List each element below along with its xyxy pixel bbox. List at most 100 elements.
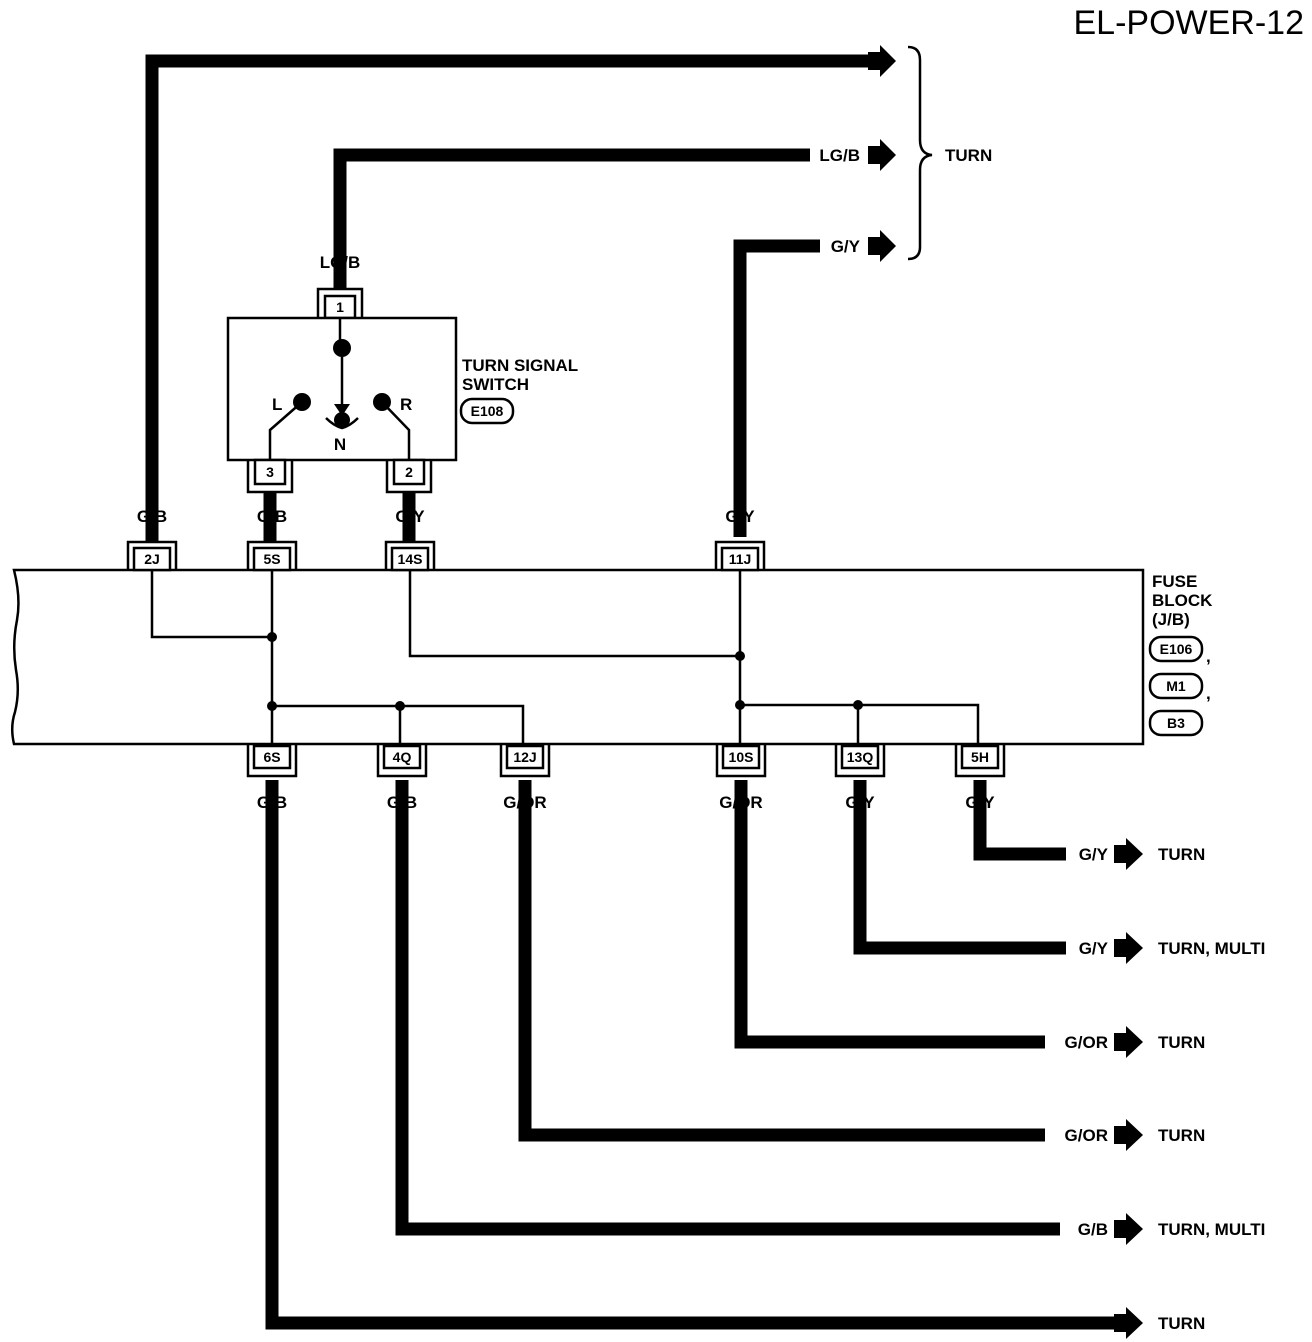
jb-pin-13q (840, 744, 880, 770)
bottom-output-dest-label: TURN (1158, 845, 1205, 864)
wire-gor-10s (734, 780, 1045, 1049)
jb-connector-shroud (715, 744, 767, 778)
jb-pin-label: 12J (513, 749, 536, 765)
junction-dot (395, 701, 405, 711)
switch-connector-left-shroud (246, 460, 294, 494)
jb-pin-label: 5S (263, 551, 280, 567)
bottom-output-dest-label: TURN, MULTI (1158, 939, 1265, 958)
switch-wire-top-label: LG/B (320, 253, 361, 272)
junction-dot (267, 632, 277, 642)
switch-connector-badge (459, 397, 515, 425)
switch-pos-right: R (400, 395, 412, 414)
top-output-wire-label: LG/B (819, 146, 860, 165)
bottom-output-wire-label: G/B (1078, 1314, 1108, 1333)
jb-bottom-wire-label: G/Y (965, 793, 995, 812)
turn-brace (907, 45, 933, 261)
jb-connector-shroud (246, 540, 298, 570)
bottom-output-dest-label: TURN (1158, 1033, 1205, 1052)
switch-pin-2 (392, 458, 426, 486)
jb-bottom-wire-label: G/Y (845, 793, 875, 812)
switch-pin-1-label: 1 (336, 299, 344, 315)
jb-pin-5h (960, 744, 1000, 770)
arrow-icon (1114, 1119, 1143, 1151)
switch-label-line2: SWITCH (462, 375, 529, 394)
bottom-output-wire-label: G/OR (1065, 1126, 1108, 1145)
jb-connector-shroud (246, 744, 298, 778)
jb-top-wire-label: G/Y (725, 507, 755, 526)
switch-lever-arrow-icon (334, 404, 350, 416)
wire-gb-6s (265, 780, 1115, 1330)
jb-top-wire-label: G/Y (395, 507, 425, 526)
jb-pin-14s (390, 546, 430, 572)
arrow-icon (868, 230, 896, 262)
arrow-icon (1114, 1026, 1143, 1058)
separator-comma: , (1206, 684, 1211, 703)
wire-gb-2j-top (145, 54, 868, 542)
jb-internal-14s (408, 570, 740, 658)
fuse-block-connector-id: M1 (1166, 678, 1186, 694)
jb-bottom-wire-label: G/OR (719, 793, 762, 812)
switch-neutral-contact (334, 412, 350, 428)
jb-internal-gy-bus (740, 703, 980, 744)
jb-pin-label: 14S (398, 551, 423, 567)
switch-right-wire (381, 401, 411, 460)
jb-pin-4q (382, 744, 422, 770)
top-output-wire-label: G/B (830, 52, 860, 71)
fuse-block-connector-id: E106 (1160, 641, 1193, 657)
jb-pin-10s (721, 744, 761, 770)
jb-pin-label: 6S (263, 749, 280, 765)
fuse-block-label-line3: (J/B) (1152, 610, 1190, 629)
fuse-block-connector-badge (1148, 672, 1204, 700)
top-outputs-dest-label: TURN (945, 146, 992, 165)
jb-pin-label: 5H (971, 749, 989, 765)
jb-pin-12j (505, 744, 545, 770)
jb-pin-label: 4Q (393, 749, 412, 765)
jb-connector-shroud (954, 744, 1006, 778)
jb-bottom-wire-label: G/OR (503, 793, 546, 812)
separator-comma: , (1206, 647, 1211, 666)
fuse-block-connector-id: B3 (1167, 715, 1185, 731)
wire-gy-5h (973, 780, 1066, 861)
fuse-block-connector-badge (1148, 635, 1204, 663)
jb-pin-2j (132, 546, 172, 572)
switch-connector-id: E108 (471, 403, 504, 419)
junction-dot (735, 700, 745, 710)
bottom-output-wire-label: G/B (1078, 1220, 1108, 1239)
jb-internal-gb-bus (272, 704, 525, 744)
bottom-output-row: G/Y TURN, MULTI (1079, 932, 1265, 964)
jb-connector-shroud (714, 540, 766, 570)
switch-label-line1: TURN SIGNAL (462, 356, 578, 375)
bottom-output-wire-label: G/Y (1079, 939, 1109, 958)
switch-pos-neutral: N (334, 435, 346, 454)
wire-gor-12j (518, 780, 1045, 1142)
jb-bottom-wire-label: G/B (387, 793, 417, 812)
wire-gb-4q (395, 780, 1060, 1236)
bottom-output-row: G/B TURN, MULTI (1078, 1213, 1265, 1245)
jb-pin-label: 2J (144, 551, 160, 567)
wire-lgb-switch-top (333, 148, 810, 289)
jb-connector-shroud (376, 744, 428, 778)
jb-pin-label: 11J (729, 551, 752, 567)
bottom-output-wire-label: G/OR (1065, 1033, 1108, 1052)
switch-pin-3-label: 3 (266, 464, 274, 480)
jb-pin-5s (252, 546, 292, 572)
bottom-output-row: G/Y TURN (1079, 838, 1205, 870)
jb-internal-2j (150, 570, 272, 639)
jb-connector-shroud (499, 744, 551, 778)
jb-pin-6s (252, 744, 292, 770)
jb-pin-11j (720, 546, 760, 572)
bottom-output-wire-label: G/Y (1079, 845, 1109, 864)
jb-pin-label: 13Q (847, 749, 874, 765)
junction-dot (735, 651, 745, 661)
switch-connector-right-shroud (385, 460, 433, 494)
jb-top-wire-label: G/B (137, 507, 167, 526)
fuse-block-label-line2: BLOCK (1152, 591, 1213, 610)
switch-neutral-arc (325, 417, 359, 430)
arrow-icon (1114, 1307, 1143, 1339)
fuse-block-connector-badge (1148, 709, 1204, 737)
switch-left-wire (268, 401, 303, 460)
bottom-output-dest-label: TURN (1158, 1314, 1205, 1333)
fuse-block-label-line1: FUSE (1152, 572, 1197, 591)
top-output-wire-label: G/Y (831, 237, 861, 256)
